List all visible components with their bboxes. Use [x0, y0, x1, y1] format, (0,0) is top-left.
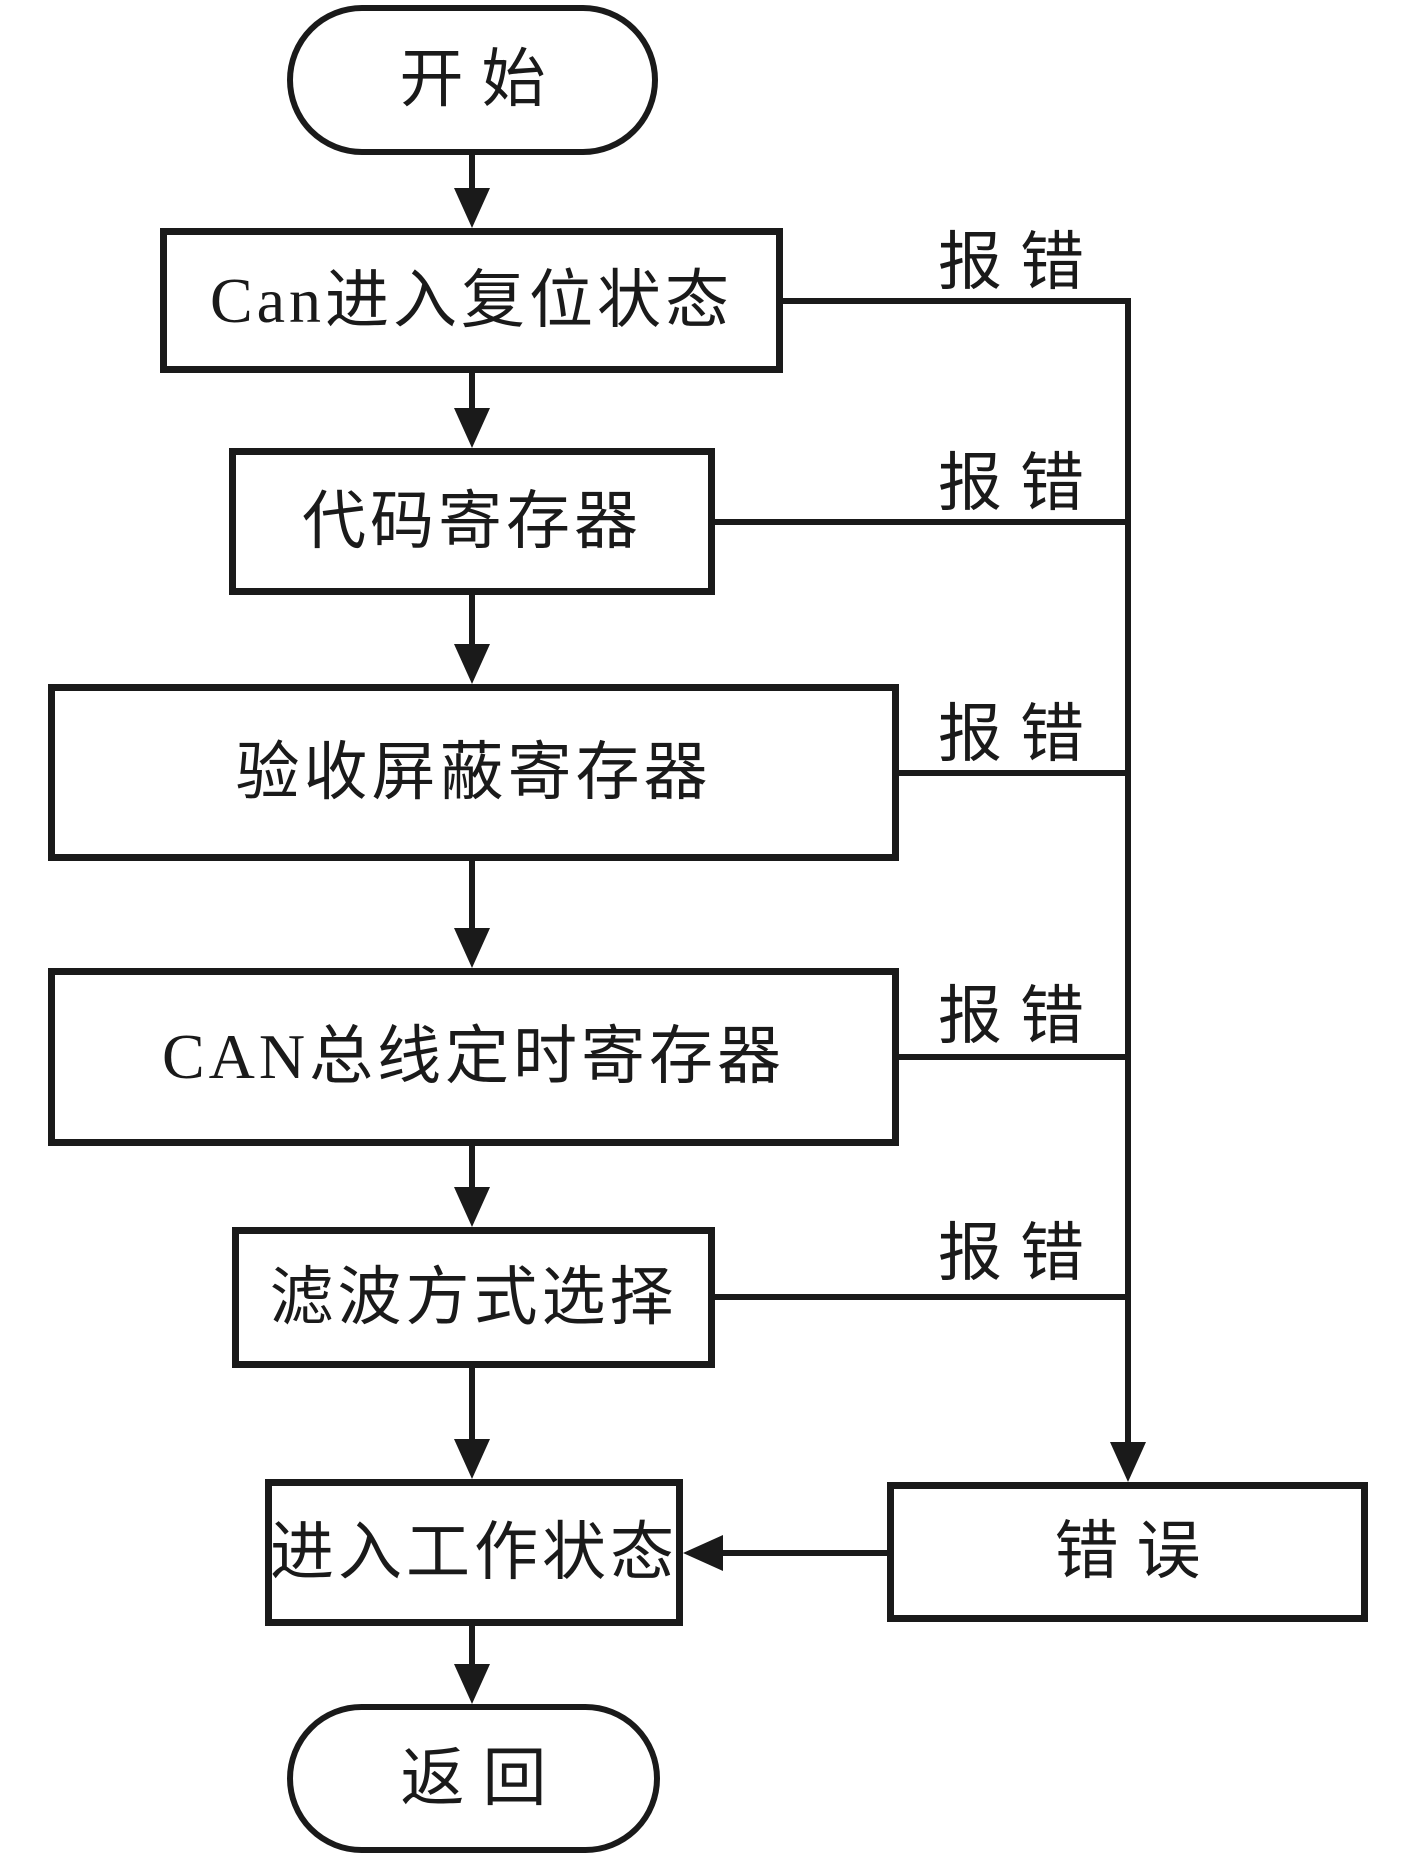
process-enter-working-state-label: 进入工作状态: [270, 1516, 678, 1588]
process-can-reset-state-label: Can进入复位状态: [209, 264, 734, 336]
arrowhead-reset-to-code: [454, 408, 490, 448]
process-code-register-label: 代码寄存器: [302, 485, 642, 557]
report-error-label-4: 报错: [938, 981, 1102, 1052]
end-label: 返回: [400, 1742, 565, 1814]
arrowhead-start-to-reset: [454, 188, 490, 228]
arrowhead-error-to-work: [683, 1535, 723, 1571]
start-label: 开始: [399, 44, 564, 115]
arrowhead-filter-to-work: [454, 1439, 490, 1479]
arrowhead-code-to-mask: [454, 644, 490, 684]
report-error-label-2: 报错: [938, 448, 1102, 519]
arrowhead-mask-to-timing: [454, 928, 490, 968]
start-terminator: 开始: [287, 5, 658, 155]
process-can-bus-timing-register: CAN总线定时寄存器: [48, 968, 899, 1146]
error-box: 错误: [887, 1482, 1368, 1622]
arrowhead-timing-to-filter: [454, 1187, 490, 1227]
arrowhead-trunk-to-error: [1110, 1442, 1146, 1482]
process-acceptance-mask-register-label: 验收屏蔽寄存器: [235, 736, 712, 808]
process-acceptance-mask-register: 验收屏蔽寄存器: [48, 684, 899, 861]
end-terminator: 返回: [287, 1704, 660, 1853]
process-code-register: 代码寄存器: [229, 448, 715, 595]
report-error-label-3: 报错: [938, 699, 1102, 770]
error-box-label: 错误: [1054, 1516, 1219, 1587]
report-error-label-1: 报错: [938, 227, 1102, 298]
process-can-bus-timing-register-label: CAN总线定时寄存器: [161, 1021, 786, 1092]
process-filter-mode-select-label: 滤波方式选择: [269, 1261, 678, 1333]
report-error-label-5: 报错: [938, 1218, 1102, 1289]
process-enter-working-state: 进入工作状态: [265, 1479, 683, 1626]
arrowhead-work-to-end: [454, 1664, 490, 1704]
process-filter-mode-select: 滤波方式选择: [232, 1227, 715, 1368]
process-can-reset-state: Can进入复位状态: [160, 228, 783, 373]
